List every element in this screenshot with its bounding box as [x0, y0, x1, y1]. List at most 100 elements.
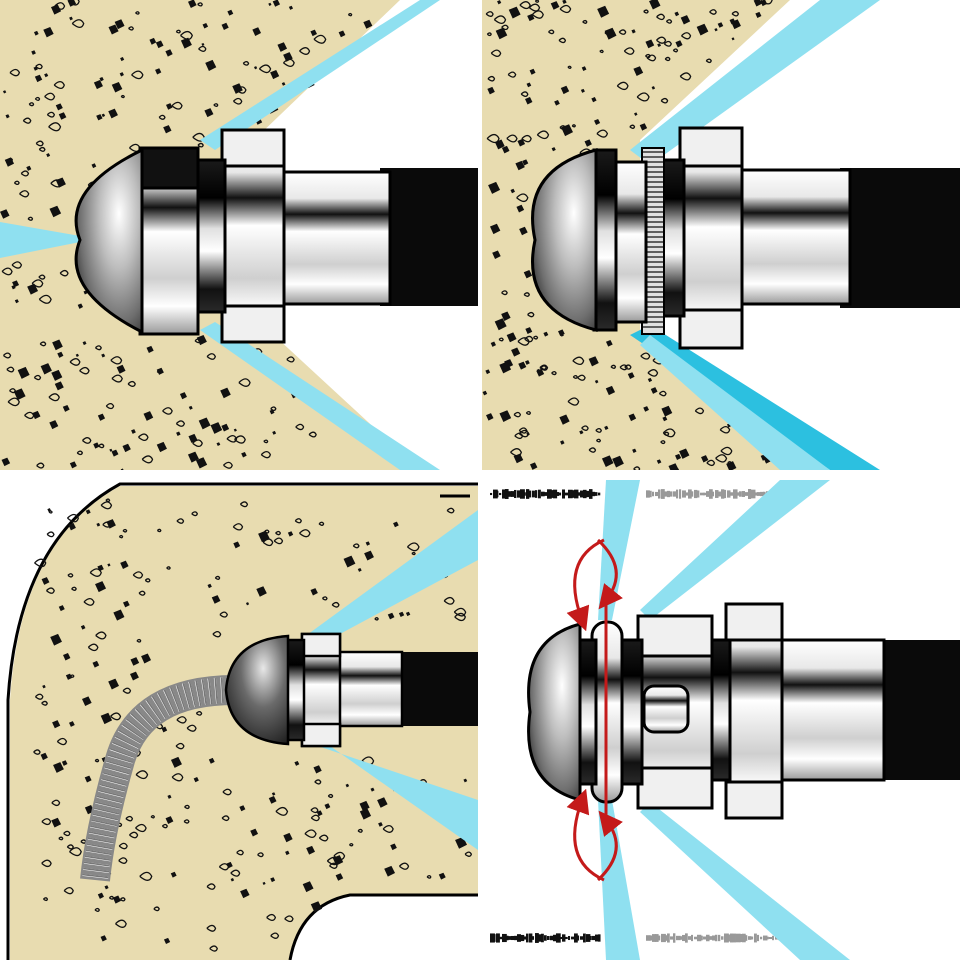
debris-speck	[594, 118, 601, 126]
debris-speck	[384, 865, 396, 877]
debris-speck	[662, 428, 676, 438]
wall-fragment	[691, 934, 694, 942]
debris-speck	[110, 712, 122, 721]
debris-speck	[82, 696, 92, 707]
wall-fragment	[514, 489, 517, 499]
debris-speck	[715, 454, 728, 463]
debris-speck	[657, 43, 662, 48]
debris-speck	[192, 439, 203, 448]
debris-speck	[61, 760, 68, 766]
debris-speck	[20, 170, 30, 177]
debris-speck	[34, 693, 44, 700]
debris-speck	[71, 586, 77, 591]
debris-speck	[516, 204, 525, 213]
wall-fragment	[538, 489, 541, 499]
wall-fragment	[715, 934, 718, 942]
wall-fragment	[724, 489, 727, 499]
debris-speck	[221, 815, 230, 822]
debris-speck	[176, 431, 181, 437]
debris-speck	[515, 160, 525, 171]
debris-speck	[35, 140, 44, 147]
debris-speck	[187, 0, 197, 9]
wall-fragment	[661, 933, 666, 943]
debris-speck	[286, 356, 295, 363]
debris-speck	[32, 410, 41, 420]
debris-speck	[67, 573, 74, 578]
debris-speck	[54, 381, 64, 391]
wall-fragment	[730, 492, 734, 496]
debris-speck	[705, 58, 712, 64]
debris-speck	[46, 531, 55, 538]
debris-speck	[597, 5, 610, 18]
debris-speck	[411, 551, 416, 556]
debris-speck	[506, 134, 518, 143]
debris-speck	[119, 72, 124, 77]
wall-fragment	[760, 491, 764, 497]
debris-speck	[318, 834, 329, 842]
debris-speck	[272, 430, 277, 435]
debris-speck	[135, 11, 140, 15]
wall-fragment	[763, 935, 768, 941]
debris-speck	[612, 455, 624, 468]
debris-speck	[176, 518, 185, 524]
debris-speck	[580, 88, 585, 93]
debris-speck	[6, 366, 15, 373]
debris-speck	[156, 528, 162, 533]
debris-speck	[122, 443, 131, 453]
wall-fragment	[727, 490, 731, 498]
debris-speck	[91, 163, 97, 169]
debris-speck	[489, 223, 501, 235]
debris-speck	[48, 122, 62, 132]
debris-speck	[495, 27, 508, 40]
debris-speck	[206, 353, 217, 360]
wall-fragment	[718, 934, 721, 942]
debris-speck	[490, 341, 496, 347]
debris-speck	[271, 792, 276, 796]
debris-speck	[485, 369, 491, 375]
wall-fragment	[727, 934, 730, 942]
debris-speck	[110, 356, 123, 365]
debris-speck	[27, 283, 39, 295]
debris-speck	[71, 19, 85, 28]
debris-speck	[101, 113, 106, 118]
debris-speck	[599, 49, 604, 54]
debris-speck	[579, 430, 584, 435]
wall-fragment	[508, 936, 512, 940]
debris-speck	[34, 96, 41, 101]
wall-fragment	[649, 490, 652, 498]
debris-speck	[97, 892, 104, 899]
debris-speck	[558, 37, 567, 44]
debris-speck	[526, 82, 532, 88]
debris-speck	[268, 796, 277, 804]
wall-fragment	[526, 489, 530, 499]
debris-speck	[43, 897, 49, 902]
debris-speck	[108, 678, 120, 690]
debris-speck	[717, 22, 724, 28]
debris-speck	[674, 11, 680, 17]
wall-fragment	[730, 933, 734, 943]
wall-fragment	[670, 491, 673, 497]
wall-fragment	[562, 489, 566, 499]
debris-speck	[120, 57, 125, 62]
debris-speck	[36, 462, 45, 469]
debris-speck	[619, 364, 628, 371]
debris-speck	[138, 433, 149, 442]
wall-fragment	[715, 490, 719, 498]
debris-speck	[554, 99, 560, 106]
debris-speck	[731, 19, 741, 30]
wall-fragment	[529, 933, 533, 943]
debris-speck	[68, 721, 75, 727]
debris-speck	[719, 425, 731, 434]
wall-fragment	[739, 491, 742, 497]
wall-fragment	[673, 933, 676, 943]
hose	[398, 652, 478, 726]
divider-horizontal	[0, 470, 960, 474]
wall-fragment	[595, 492, 598, 496]
debris-speck	[79, 366, 90, 375]
wall-fragment	[568, 935, 571, 941]
wall-fragment	[751, 489, 756, 499]
wall-fragment	[574, 489, 579, 499]
debris-speck	[548, 29, 555, 35]
debris-speck	[92, 660, 100, 668]
water-jet-upper	[630, 0, 880, 165]
